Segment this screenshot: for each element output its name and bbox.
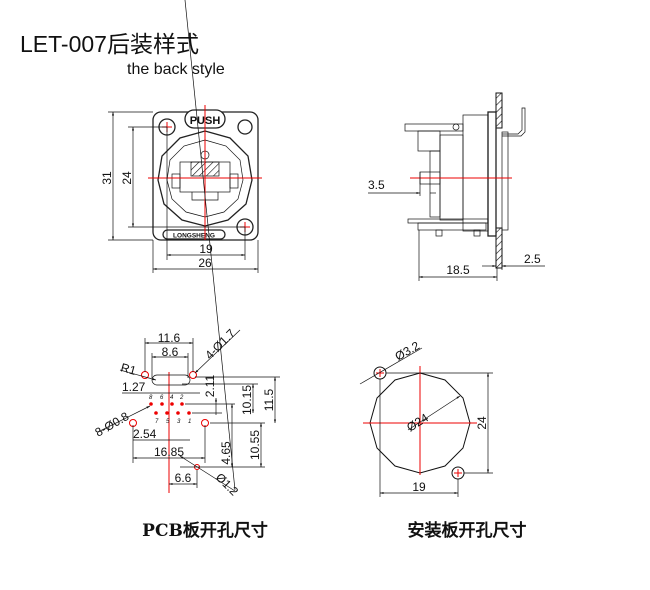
subtitle: the back style	[127, 61, 225, 78]
screw-top-right-icon	[237, 119, 253, 135]
dim-4-65: 4.65	[219, 441, 233, 465]
dim-31: 31	[100, 171, 114, 185]
dim-11-5: 11.5	[262, 388, 276, 411]
dim-3-5: 3.5	[368, 178, 385, 192]
dim-6-6: 6.6	[175, 471, 192, 485]
dim-16-85: 16.85	[154, 445, 184, 459]
dim-1-2: Ø1.2	[213, 470, 242, 499]
pin-number: 6	[160, 395, 164, 401]
dim-10-15: 10.15	[240, 385, 254, 415]
pin-number: 2	[179, 395, 184, 401]
slot-outline	[151, 374, 191, 386]
dim-2-11: 2.11	[203, 374, 217, 397]
side-clip-left	[171, 173, 181, 189]
dim-8-6: 8.6	[162, 345, 179, 359]
pin-number: 4	[170, 395, 174, 401]
dim-18-5: 18.5	[446, 263, 470, 277]
dim-11-6: 11.6	[158, 331, 181, 345]
dim-24: 24	[475, 416, 489, 430]
panel-bottom	[495, 227, 503, 269]
pin-number: 5	[166, 419, 170, 425]
pin-number: 7	[155, 419, 159, 425]
pin-holes	[149, 402, 191, 415]
dim-19: 19	[199, 242, 213, 256]
pin-number: 8	[149, 395, 153, 401]
pin-number: 1	[188, 419, 191, 425]
dim-2-5: 2.5	[524, 252, 541, 266]
pcb-caption: PCB板开孔尺寸	[142, 520, 268, 541]
side-clip-right	[229, 173, 239, 189]
pin-number: 3	[177, 419, 181, 425]
logo-text: LONGSHENG	[173, 233, 215, 240]
ground-tab	[502, 107, 526, 137]
pcb-layout: 8 6 4 2 7 5 3 1 11.6 8.6 R1 4-Ø1.7 1.27 …	[93, 0, 280, 541]
dim-19: 19	[412, 480, 426, 494]
panel-cutout: Ø3.2 Ø24 24 19 安装板开孔尺寸	[359, 338, 527, 541]
dim-2-54: 2.54	[133, 427, 157, 441]
front-view: PUSH LONGSHENG 31 24 19 26	[100, 105, 262, 273]
dim-8-hole: 8-Ø0.8	[93, 409, 132, 440]
side-flange	[487, 111, 497, 237]
side-view: 3.5 18.5 2.5	[368, 92, 545, 281]
dim-3-2: Ø3.2	[393, 338, 423, 363]
dim-24-diameter: Ø24	[404, 410, 431, 434]
title: LET-007后装样式	[20, 31, 199, 57]
panel-caption: 安装板开孔尺寸	[408, 520, 527, 541]
panel-top	[495, 92, 503, 129]
dim-26: 26	[198, 256, 212, 270]
dim-1-27: 1.27	[122, 380, 146, 394]
dim-10-55: 10.55	[248, 430, 262, 460]
dim-r1: R1	[119, 360, 138, 378]
dim-24: 24	[120, 171, 134, 185]
